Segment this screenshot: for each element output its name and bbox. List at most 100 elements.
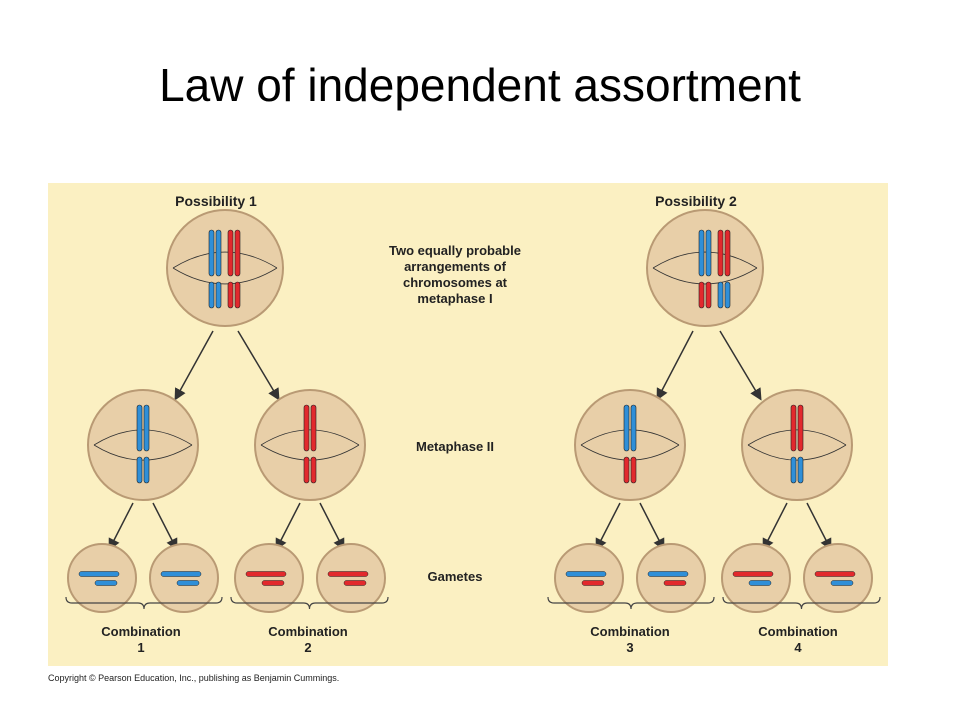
combination-2-number: 2 xyxy=(304,640,311,655)
combination-2-word: Combination xyxy=(268,624,347,639)
slide-title: Law of independent assortment xyxy=(159,59,801,111)
chromatid xyxy=(623,456,630,484)
chromatid xyxy=(227,281,234,309)
cell-body xyxy=(166,209,284,327)
chromosome-long xyxy=(327,571,369,577)
chromatid xyxy=(630,404,637,452)
chromatid xyxy=(748,580,772,586)
chromatid xyxy=(647,571,689,577)
chromosome-long xyxy=(245,571,287,577)
gamete-body xyxy=(721,543,791,613)
combination-4-word: Combination xyxy=(758,624,837,639)
chromosome-long xyxy=(732,571,774,577)
metaphase-2-cell-3 xyxy=(574,389,686,501)
chromosome-short xyxy=(176,580,200,586)
chromosome-long xyxy=(814,571,856,577)
chromatid xyxy=(215,229,222,277)
blue-chromosome-short xyxy=(208,281,222,309)
chromatid xyxy=(208,281,215,309)
spindle-fiber xyxy=(172,267,278,285)
chromatid xyxy=(136,456,143,484)
spindle-fiber xyxy=(93,429,193,446)
metaphase-1-caption-line-1: Two equally probable xyxy=(389,243,521,258)
arrow xyxy=(806,502,832,551)
chromatid xyxy=(227,229,234,277)
chromatid xyxy=(143,404,150,452)
chromatid xyxy=(623,404,630,452)
copyright-notice: Copyright © Pearson Education, Inc., pub… xyxy=(48,673,340,683)
arrow xyxy=(174,330,214,401)
chromosome-long xyxy=(623,404,637,452)
chromatid xyxy=(160,571,202,577)
chromatid xyxy=(303,456,310,484)
chromatid xyxy=(136,404,143,452)
spindle-fiber xyxy=(580,429,680,446)
spindle-fiber xyxy=(580,444,680,461)
gamete-body xyxy=(636,543,706,613)
chromatid xyxy=(705,281,712,309)
blue-chromosome-short xyxy=(717,281,731,309)
chromatid xyxy=(698,281,705,309)
chromatid xyxy=(830,580,854,586)
chromatid xyxy=(797,456,804,484)
spindle-fiber xyxy=(652,267,758,285)
gamete-body xyxy=(554,543,624,613)
chromatid xyxy=(94,580,118,586)
chromatid xyxy=(234,281,241,309)
chromatid xyxy=(327,571,369,577)
chromosome-short xyxy=(623,456,637,484)
spindle-fiber xyxy=(260,429,360,446)
chromatid xyxy=(790,404,797,452)
arrow xyxy=(656,330,694,401)
metaphase-2-cell-1 xyxy=(87,389,199,501)
arrow xyxy=(762,502,788,551)
chromosome-short xyxy=(303,456,317,484)
cell-body xyxy=(646,209,764,327)
red-chromosome-short xyxy=(698,281,712,309)
arrow xyxy=(275,502,301,551)
bracket xyxy=(547,596,715,610)
cell-body xyxy=(741,389,853,501)
gamete-body xyxy=(316,543,386,613)
cell-body xyxy=(254,389,366,501)
spindle-fiber xyxy=(747,429,847,446)
spindle-fiber xyxy=(172,251,278,269)
chromosome-short xyxy=(261,580,285,586)
chromosome-short xyxy=(830,580,854,586)
chromosome-short xyxy=(94,580,118,586)
combination-1-number: 1 xyxy=(137,640,144,655)
arrow xyxy=(152,502,178,551)
combination-4-number: 4 xyxy=(794,640,802,655)
combination-3-word: Combination xyxy=(590,624,669,639)
chromatid xyxy=(663,580,687,586)
chromatid xyxy=(790,456,797,484)
chromosome-long xyxy=(78,571,120,577)
gamete-2-1 xyxy=(234,543,304,613)
metaphase-1-cell-possibility-2 xyxy=(646,209,764,327)
possibility-1-label: Possibility 1 xyxy=(175,193,257,209)
metaphase-2-cell-4 xyxy=(741,389,853,501)
metaphase-1-caption-line-4: metaphase I xyxy=(417,291,492,306)
combination-1-word: Combination xyxy=(101,624,180,639)
arrow xyxy=(237,330,280,401)
chromatid xyxy=(565,571,607,577)
chromatid xyxy=(724,281,731,309)
spindle-fiber xyxy=(93,444,193,461)
spindle-fiber xyxy=(652,251,758,269)
chromatid xyxy=(234,229,241,277)
gamete-1-1 xyxy=(67,543,137,613)
chromatid xyxy=(310,404,317,452)
gamete-3-2 xyxy=(636,543,706,613)
gamete-1-2 xyxy=(149,543,219,613)
chromosome-long xyxy=(790,404,804,452)
bracket xyxy=(722,596,881,610)
chromosome-long xyxy=(136,404,150,452)
chromatid xyxy=(176,580,200,586)
gametes-label: Gametes xyxy=(428,569,483,584)
red-chromosome-short xyxy=(227,281,241,309)
bracket xyxy=(65,596,223,610)
chromatid xyxy=(705,229,712,277)
gamete-body xyxy=(803,543,873,613)
cell-body xyxy=(574,389,686,501)
arrow xyxy=(319,502,345,551)
